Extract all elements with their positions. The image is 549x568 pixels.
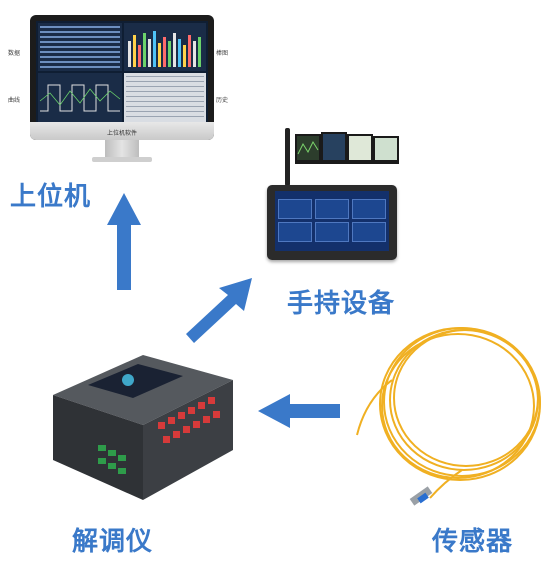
- handheld-screen: [275, 191, 389, 251]
- antenna: [285, 128, 290, 186]
- arrow-diagonal-icon: [186, 278, 252, 343]
- handheld-device: [267, 185, 397, 260]
- arrow-left-icon: [258, 394, 340, 428]
- software-screenshot: [36, 21, 208, 125]
- label-bar: 棒图: [216, 50, 229, 57]
- handheld-cell: [352, 222, 386, 242]
- label-history: 历史: [216, 97, 229, 104]
- handheld-cell: [352, 199, 386, 219]
- handheld-cell: [278, 222, 312, 242]
- caption-demodulator: 解调仪: [72, 527, 154, 557]
- monitor-chin: [30, 122, 214, 140]
- monitor-screen: [36, 21, 208, 125]
- caption-handheld: 手持设备: [287, 289, 396, 319]
- handheld-screen-previews: [295, 132, 399, 164]
- host-monitor: [30, 15, 214, 140]
- handheld-cell: [278, 199, 312, 219]
- handheld-cell: [315, 222, 349, 242]
- caption-sensor: 传感器: [432, 527, 514, 557]
- arrow-up-icon: [107, 193, 141, 290]
- label-curve: 曲线: [8, 97, 21, 104]
- handheld-cell: [315, 199, 349, 219]
- monitor-stand: [105, 140, 139, 158]
- monitor-software-title: 上位机软件: [106, 130, 137, 137]
- fiber-sensor-coil: [356, 327, 541, 506]
- monitor-base: [92, 157, 152, 162]
- caption-host: 上位机: [10, 182, 92, 212]
- demodulator-device: [53, 355, 233, 500]
- label-data: 数据: [8, 50, 21, 57]
